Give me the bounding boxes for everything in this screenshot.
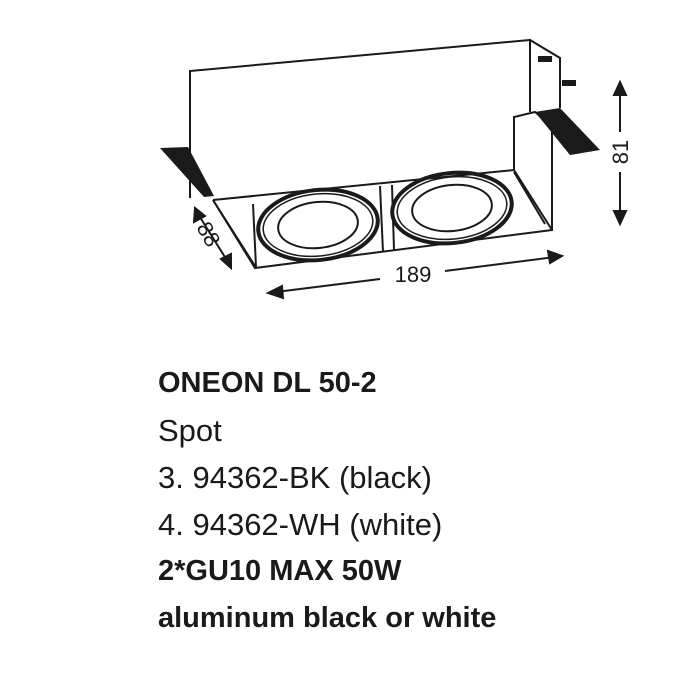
variant-white: 4. 94362-WH (white)	[158, 507, 443, 542]
right-mounting-clip	[535, 108, 600, 155]
material-spec: aluminum black or white	[158, 602, 497, 634]
depth-dimension-label: 88	[192, 217, 226, 251]
lamp-rings	[256, 170, 514, 263]
model-name: ONEON DL 50-2	[158, 367, 377, 399]
spring-clip-icon	[538, 56, 552, 62]
spring-clip-icon	[562, 80, 576, 86]
height-dimension-label: 81	[608, 140, 633, 164]
product-type: Spot	[158, 413, 222, 448]
variant-black: 3. 94362-BK (black)	[158, 460, 432, 495]
product-technical-drawing: 189 81 88	[160, 38, 633, 300]
width-dimension-label: 189	[395, 262, 432, 287]
product-spec: ONEON DL 50-2 Spot 3. 94362-BK (black) 4…	[158, 360, 496, 642]
lamp-spec: 2*GU10 MAX 50W	[158, 555, 402, 587]
dimension-arrows	[192, 79, 628, 300]
left-mounting-clip	[160, 147, 214, 197]
